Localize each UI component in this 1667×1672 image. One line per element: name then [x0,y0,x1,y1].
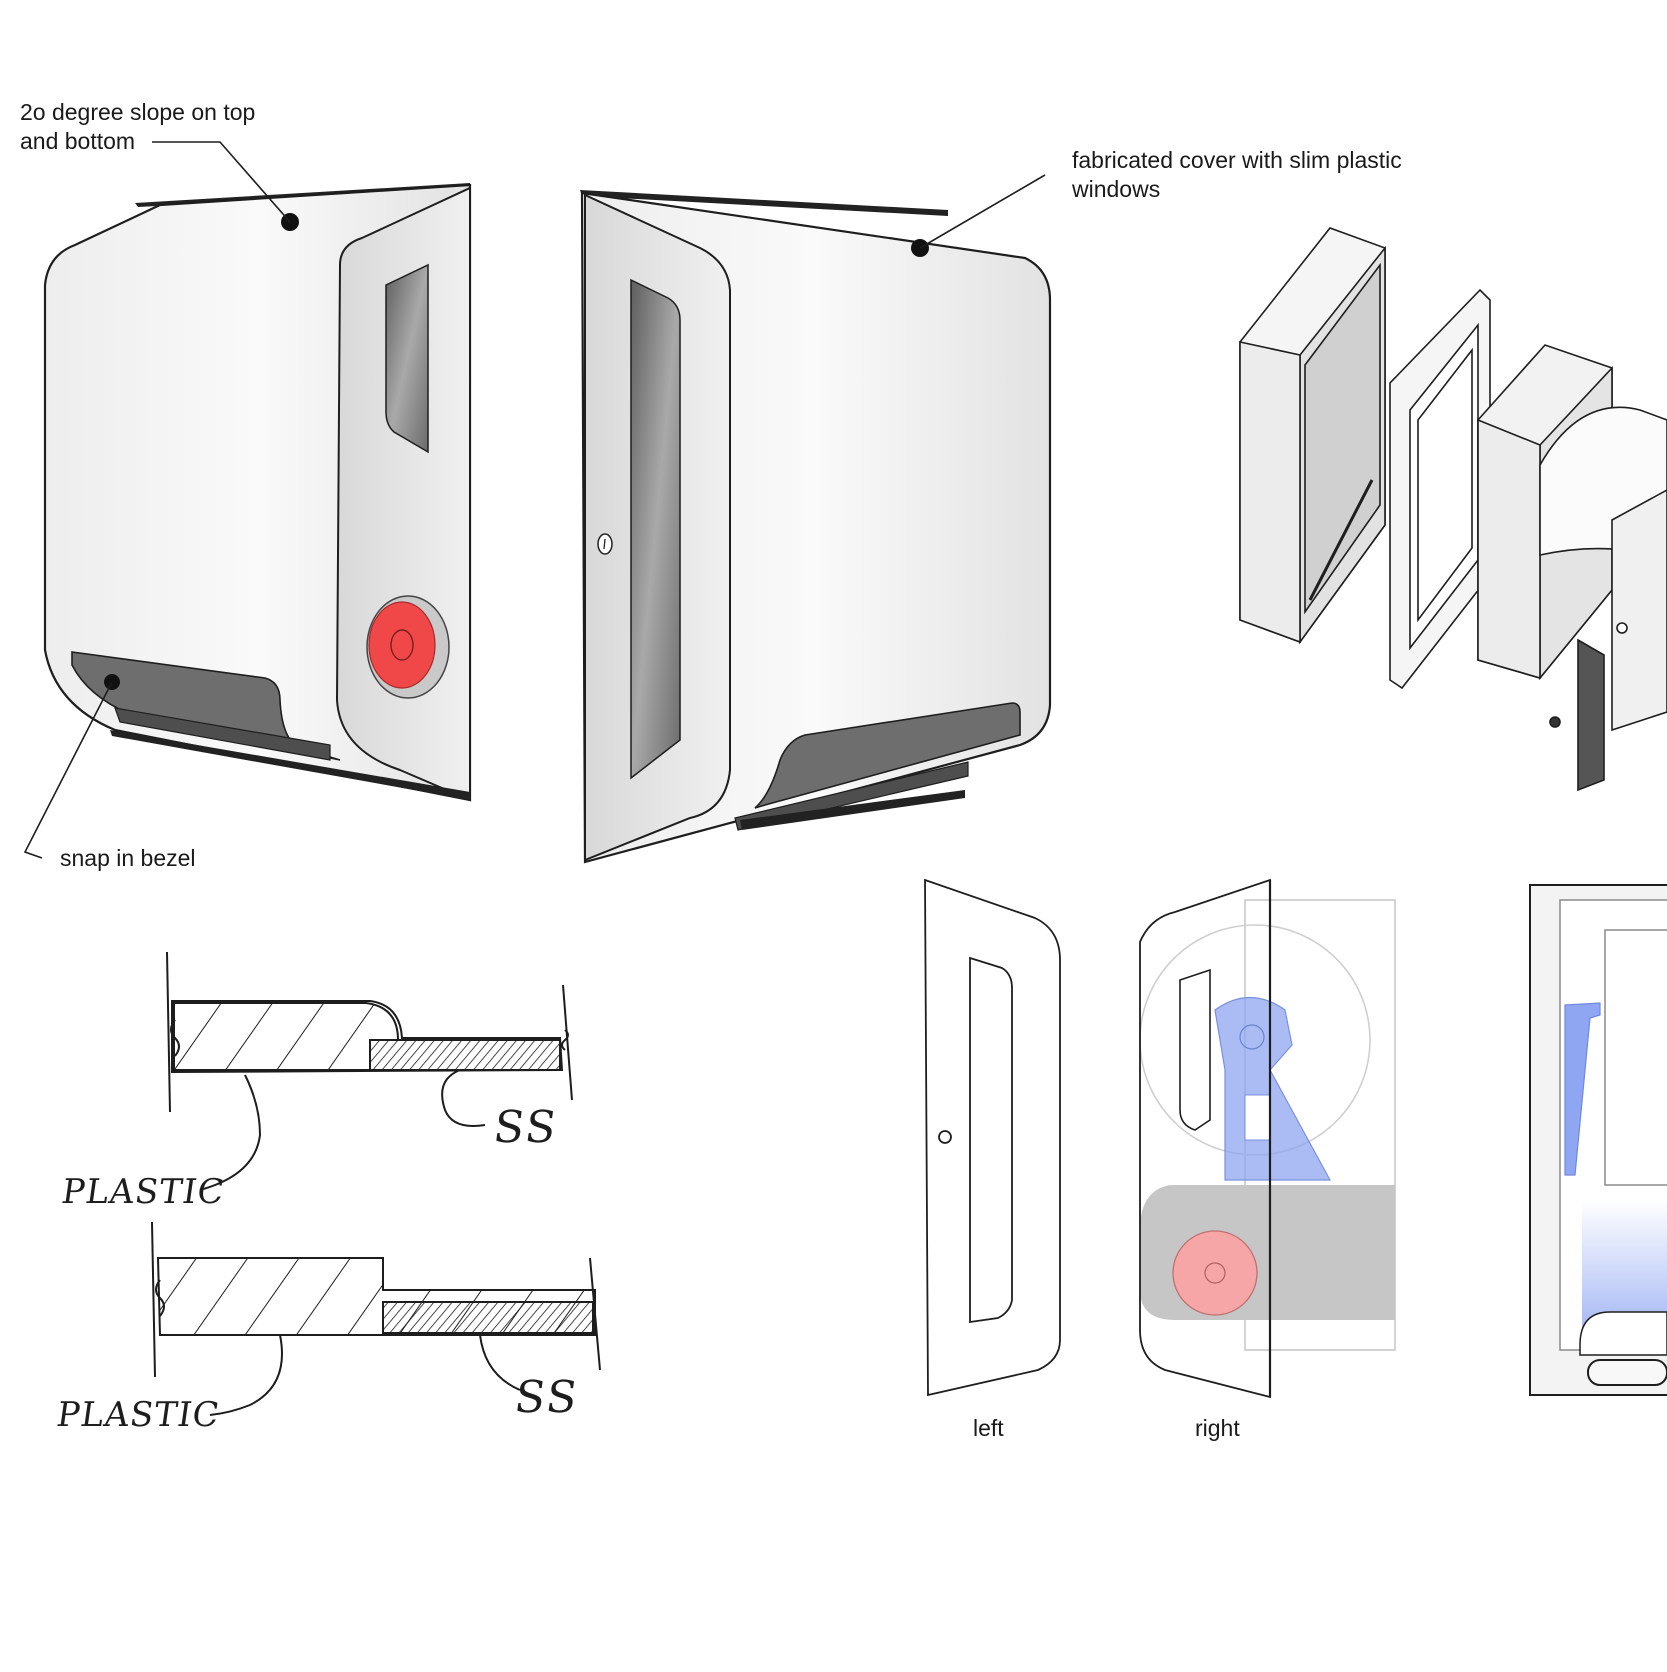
callout-leaders [23,141,1046,859]
ss-label-top: SS [490,1102,562,1153]
section-sketch-top [166,951,573,1191]
right-view-caption: right [1195,1415,1240,1441]
slope-callout: 2o degree slope on top and bottom [20,99,256,154]
exploded-view [1239,227,1667,792]
ortho-view-left [924,878,1061,1397]
bezel-callout: snap in bezel [60,845,196,871]
plastic-label-top: PLASTIC [59,1172,228,1212]
dispenser-right-perspective [580,190,1052,864]
dispense-button-left [366,595,450,699]
plastic-label-bottom: PLASTIC [54,1395,223,1435]
section-sketch-bottom [151,1221,601,1416]
left-view-caption: left [973,1415,1004,1441]
front-cutaway-view [1529,884,1667,1396]
ortho-view-right [1139,878,1396,1399]
dispense-button-right [1172,1230,1258,1316]
dispenser-left-perspective [43,183,472,802]
lock-icon [597,533,613,555]
lock-icon [938,1130,952,1144]
ss-label-bottom: SS [511,1372,583,1423]
cover-callout: fabricated cover with slim plastic windo… [1072,147,1402,202]
